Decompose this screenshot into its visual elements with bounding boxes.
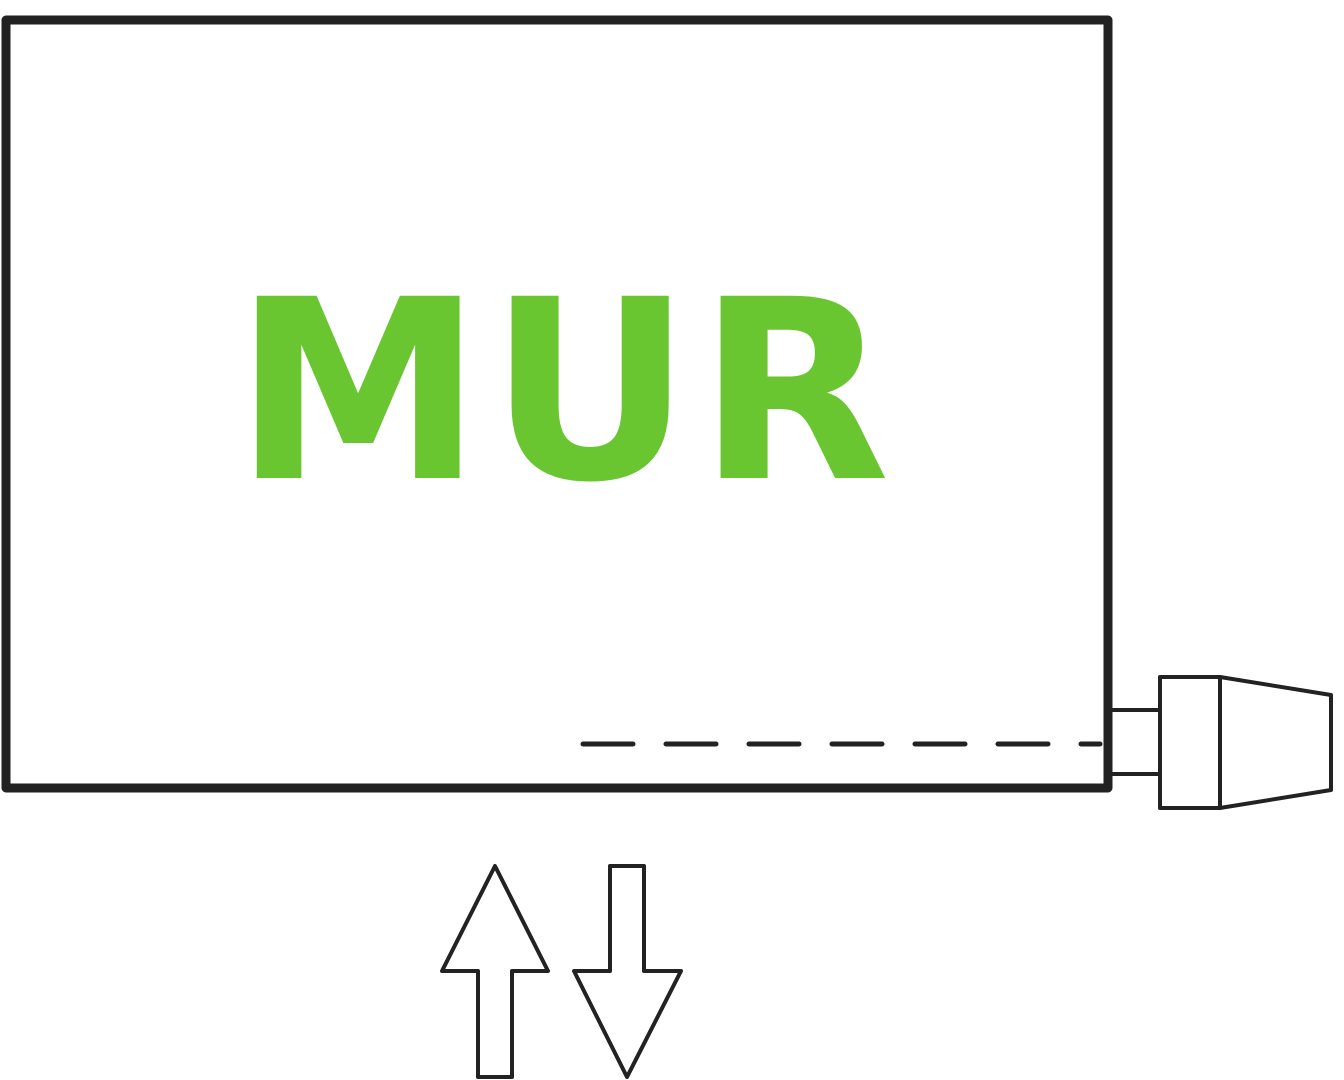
up-arrow-icon (440, 864, 550, 1079)
down-arrow-icon (572, 864, 683, 1079)
wall-panel (1, 15, 1113, 793)
valve-icon (1108, 675, 1333, 810)
wall-label: MUR (234, 246, 896, 537)
